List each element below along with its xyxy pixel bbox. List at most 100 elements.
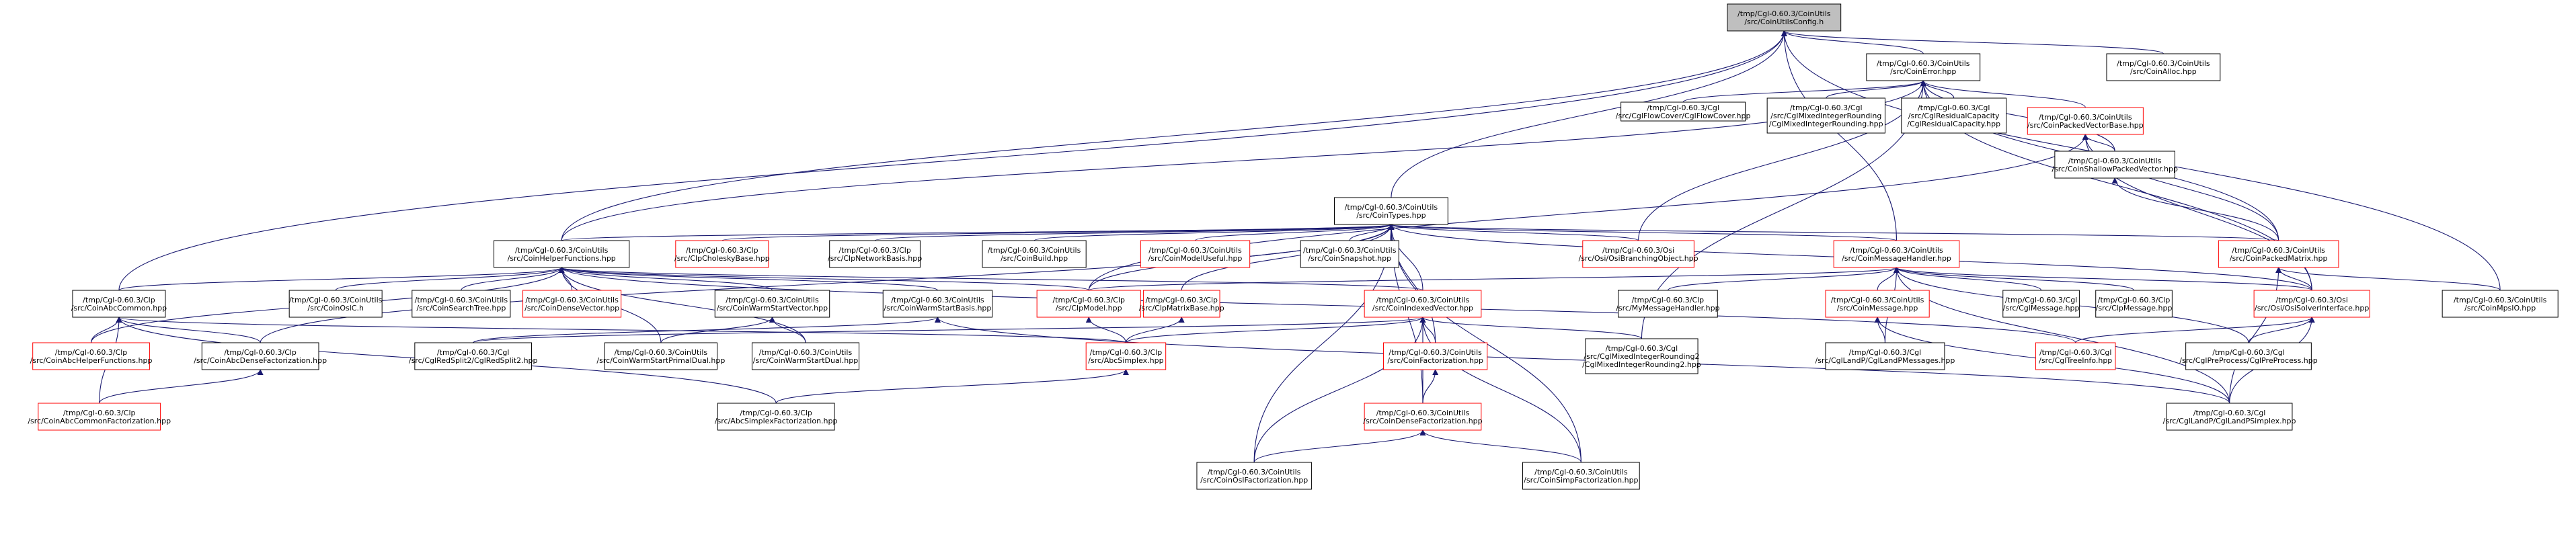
node-box: [2166, 403, 2293, 431]
file-node[interactable]: /tmp/Cgl-0.60.3/Cgl/src/CglTreeInfo.hpp: [2035, 342, 2116, 370]
dependency-edge: [99, 369, 264, 404]
node-box: [201, 342, 319, 370]
file-node[interactable]: /tmp/Cgl-0.60.3/Clp/src/ClpNetworkBasis.…: [828, 240, 922, 268]
dependency-edge: [558, 267, 806, 343]
node-box: [1140, 240, 1251, 268]
node-label-line: /src/CoinIndexedVector.hpp: [1372, 304, 1473, 313]
file-node[interactable]: /tmp/Cgl-0.60.3/Clp/src/ClpMatrixBase.hp…: [1139, 290, 1224, 318]
file-node[interactable]: /tmp/Cgl-0.60.3/Cgl/src/CglLandP/CglLand…: [1815, 342, 1955, 370]
node-label-line: /tmp/Cgl-0.60.3/CoinUtils: [1148, 246, 1242, 255]
dependency-edge: [1920, 80, 2115, 152]
file-node[interactable]: /tmp/Cgl-0.60.3/CoinUtils/src/CoinFactor…: [1383, 342, 1488, 370]
file-node[interactable]: /tmp/Cgl-0.60.3/Clp/src/CoinAbcHelperFun…: [30, 342, 153, 370]
file-node[interactable]: /tmp/Cgl-0.60.3/CoinUtils/src/CoinIndexe…: [1364, 290, 1482, 318]
node-label-line: /src/CoinMessage.hpp: [1837, 304, 1918, 313]
file-node[interactable]: /tmp/Cgl-0.60.3/CoinUtils/src/CoinAlloc.…: [2106, 53, 2221, 81]
file-node[interactable]: /tmp/Cgl-0.60.3/Cgl/src/CglMixedIntegerR…: [1766, 97, 1885, 134]
node-label-line: /tmp/Cgl-0.60.3/Cgl: [437, 348, 510, 357]
node-box: [1825, 290, 1930, 318]
node-box: [604, 342, 718, 370]
dependency-edge: [1033, 224, 1395, 241]
file-node[interactable]: /tmp/Cgl-0.60.3/Cgl/src/CglPreProcess/Cg…: [2179, 342, 2318, 370]
file-node[interactable]: /tmp/Cgl-0.60.3/CoinUtils/src/CoinMpsIO.…: [2442, 290, 2559, 318]
file-node[interactable]: /tmp/Cgl-0.60.3/CoinUtils/src/CoinWarmSt…: [882, 290, 993, 318]
file-node[interactable]: /tmp/Cgl-0.60.3/CoinUtils/src/CoinModelU…: [1140, 240, 1251, 268]
dependency-edge: [1181, 224, 1395, 291]
file-node[interactable]: /tmp/Cgl-0.60.3/Clp/src/ClpCholeskyBase.…: [674, 240, 770, 268]
file-node[interactable]: /tmp/Cgl-0.60.3/CoinUtils/src/CoinBuild.…: [982, 240, 1087, 268]
file-node[interactable]: /tmp/Cgl-0.60.3/CoinUtils/src/CoinPacked…: [2027, 107, 2144, 135]
node-box: [414, 342, 533, 370]
file-node[interactable]: /tmp/Cgl-0.60.3/CoinUtils/src/CoinSimpFa…: [1522, 462, 1640, 490]
file-node[interactable]: /tmp/Cgl-0.60.3/CoinUtils/src/CoinMessag…: [1833, 240, 1960, 268]
file-node[interactable]: /tmp/Cgl-0.60.3/Clp/src/AbcSimplexFactor…: [715, 403, 838, 431]
node-label-line: /tmp/Cgl-0.60.3/CoinUtils: [988, 246, 1081, 255]
node-label-line: /tmp/Cgl-0.60.3/CoinUtils: [1389, 348, 1482, 357]
dependency-edge: [558, 267, 938, 291]
file-node[interactable]: /tmp/Cgl-0.60.3/Osi/src/Osi/OsiBranching…: [1579, 240, 1699, 268]
node-box: [2095, 290, 2173, 318]
node-label-line: /src/CglMessage.hpp: [2003, 304, 2080, 313]
node-box: [829, 240, 921, 268]
node-label-line: /src/CoinAlloc.hpp: [2130, 67, 2197, 76]
file-node[interactable]: /tmp/Cgl-0.60.3/Clp/src/MyMessageHandler…: [1616, 290, 1720, 318]
file-node[interactable]: /tmp/Cgl-0.60.3/CoinUtils/src/CoinOslFac…: [1196, 462, 1312, 490]
file-node[interactable]: /tmp/Cgl-0.60.3/Cgl/src/CglRedSplit2/Cgl…: [409, 342, 538, 370]
node-label-line: /src/CoinTypes.hpp: [1356, 211, 1426, 220]
nodes: /tmp/Cgl-0.60.3/CoinUtils/src/CoinUtilsC…: [28, 3, 2559, 490]
file-node[interactable]: /tmp/Cgl-0.60.3/Cgl/src/CglMessage.hpp: [2002, 290, 2080, 318]
file-node[interactable]: /tmp/Cgl-0.60.3/CoinUtils/src/CoinWarmSt…: [596, 342, 725, 370]
node-label-line: /tmp/Cgl-0.60.3/CoinUtils: [1738, 9, 1831, 18]
node-box: [882, 290, 993, 318]
node-label-line: /tmp/Cgl-0.60.3/Clp: [2098, 296, 2171, 304]
file-node[interactable]: /tmp/Cgl-0.60.3/Cgl/src/CglResidualCapac…: [1901, 97, 2007, 134]
node-label-line: /src/CoinAbcCommon.hpp: [71, 304, 167, 313]
dependency-edge: [721, 224, 1394, 241]
file-node[interactable]: /tmp/Cgl-0.60.3/Clp/src/ClpModel.hpp: [1036, 290, 1141, 318]
node-label-line: /tmp/Cgl-0.60.3/Clp: [55, 348, 128, 357]
node-box: [2027, 107, 2144, 135]
node-label-line: /src/CoinWarmStartPrimalDual.hpp: [596, 356, 725, 365]
file-node[interactable]: /tmp/Cgl-0.60.3/Clp/src/CoinAbcCommonFac…: [28, 403, 171, 431]
node-box: [982, 240, 1087, 268]
file-node[interactable]: /tmp/Cgl-0.60.3/CoinUtils/src/CoinDenseV…: [522, 290, 622, 318]
node-label-line: /tmp/Cgl-0.60.3/CoinUtils: [415, 296, 508, 304]
file-node[interactable]: /tmp/Cgl-0.60.3/Clp/src/CoinAbcCommon.hp…: [71, 290, 167, 318]
file-node[interactable]: /tmp/Cgl-0.60.3/Clp/src/ClpMessage.hpp: [2095, 290, 2173, 318]
node-label-line: /tmp/Cgl-0.60.3/CoinUtils: [1208, 468, 1301, 476]
node-label-line: /tmp/Cgl-0.60.3/Cgl: [1647, 103, 1719, 112]
dependency-edge: [118, 30, 1787, 291]
file-node[interactable]: /tmp/Cgl-0.60.3/CoinUtils/src/CoinDenseF…: [1363, 403, 1483, 431]
node-box: [1727, 3, 1842, 32]
dependency-edge: [769, 317, 806, 343]
dependency-edge: [558, 267, 773, 291]
file-node[interactable]: /tmp/Cgl-0.60.3/Clp/src/AbcSimplex.hpp: [1085, 342, 1167, 370]
file-node[interactable]: /tmp/Cgl-0.60.3/Cgl/src/CglMixedIntegerR…: [1582, 338, 1701, 374]
file-node[interactable]: /tmp/Cgl-0.60.3/Clp/src/CoinAbcDenseFact…: [194, 342, 327, 370]
node-label-line: /src/Osi/OsiSolverInterface.hpp: [2255, 304, 2369, 313]
node-label-line: /CglMixedIntegerRounding.hpp: [1769, 120, 1883, 128]
file-node[interactable]: /tmp/Cgl-0.60.3/CoinUtils/src/CoinWarmSt…: [751, 342, 860, 370]
file-node[interactable]: /tmp/Cgl-0.60.3/CoinUtils/src/CoinSearch…: [412, 290, 511, 318]
file-node[interactable]: /tmp/Cgl-0.60.3/CoinUtils/src/CoinTypes.…: [1333, 197, 1448, 225]
node-box: [1364, 290, 1482, 318]
file-node[interactable]: /tmp/Cgl-0.60.3/CoinUtils/src/CoinSnapsh…: [1300, 240, 1399, 268]
dependency-edge: [1088, 267, 1900, 291]
file-node[interactable]: /tmp/Cgl-0.60.3/CoinUtils/src/CoinMessag…: [1825, 290, 1930, 318]
node-box: [2106, 53, 2221, 81]
file-node[interactable]: /tmp/Cgl-0.60.3/Cgl/src/CglFlowCover/Cgl…: [1616, 101, 1751, 122]
node-label-line: /src/CoinAbcHelperFunctions.hpp: [30, 356, 153, 365]
node-box: [1300, 240, 1399, 268]
file-node[interactable]: /tmp/Cgl-0.60.3/CoinUtils/src/CoinPacked…: [2218, 240, 2339, 268]
file-node[interactable]: /tmp/Cgl-0.60.3/CoinUtils/src/CoinShallo…: [2052, 151, 2178, 179]
file-node[interactable]: /tmp/Cgl-0.60.3/CoinUtils/src/CoinError.…: [1866, 53, 1981, 81]
node-label-line: /src/CoinFactorization.hpp: [1387, 356, 1483, 365]
file-node[interactable]: /tmp/Cgl-0.60.3/Cgl/src/CglLandP/CglLand…: [2163, 403, 2296, 431]
file-node[interactable]: /tmp/Cgl-0.60.3/CoinUtils/src/CoinOslC.h: [288, 290, 383, 318]
file-node[interactable]: /tmp/Cgl-0.60.3/CoinUtils/src/CoinHelper…: [494, 240, 630, 268]
dependency-edge: [1422, 369, 1439, 404]
file-node[interactable]: /tmp/Cgl-0.60.3/CoinUtils/src/CoinWarmSt…: [714, 290, 830, 318]
node-label-line: /src/CoinMessageHandler.hpp: [1842, 254, 1951, 263]
file-node[interactable]: /tmp/Cgl-0.60.3/Osi/src/Osi/OsiSolverInt…: [2253, 290, 2370, 318]
